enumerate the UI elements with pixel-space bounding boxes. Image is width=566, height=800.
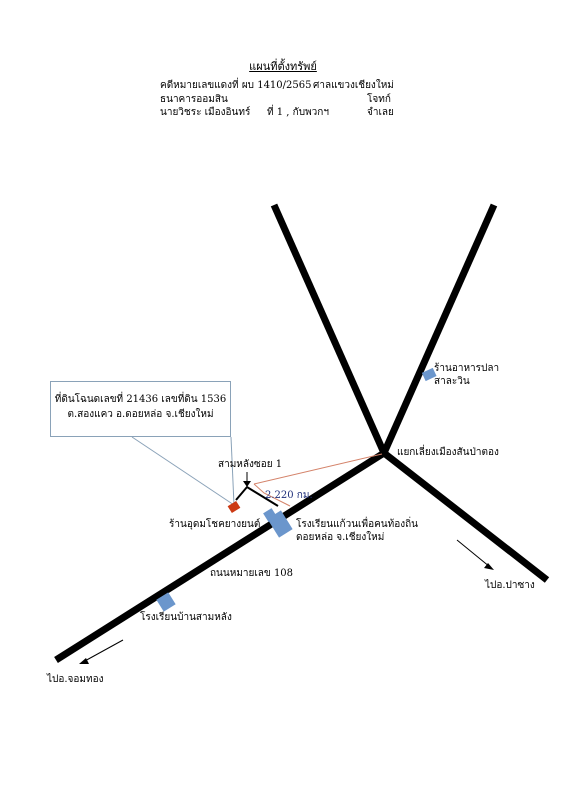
to-pasang-label: ไปอ.ปาซาง xyxy=(485,580,535,591)
restaurant-label: ร้านอาหารปลา xyxy=(434,363,500,374)
plaintiff-role: โจทก์ xyxy=(367,94,391,105)
soi-label: สามหลังซอย 1 xyxy=(218,459,283,470)
route-line-lower xyxy=(253,483,291,507)
chomthong-arrow-head xyxy=(79,658,89,664)
defendant-number: ที่ 1 , กับพวกฯ xyxy=(267,107,329,118)
junction-label: แยกเลี่ยงเมืองสันป่าตอง xyxy=(397,447,499,458)
pasang-arrow xyxy=(456,539,491,568)
callout-leader xyxy=(131,436,235,506)
school-1-location-label: ดอยหล่อ จ.เชียงใหม่ xyxy=(296,532,385,543)
restaurant-label-2: สาละวิน xyxy=(434,376,470,387)
map-title: แผนที่ตั้งทรัพย์ xyxy=(249,60,317,73)
plaintiff-name: ธนาคารออมสิน xyxy=(160,94,228,105)
school-2-building xyxy=(156,592,176,612)
chomthong-arrow xyxy=(82,639,124,663)
pasang-arrow-head xyxy=(484,563,494,570)
property-callout: ที่ดินโฉนดเลขที่ 21436 เลขที่ดิน 1536 ต.… xyxy=(50,381,231,437)
school-1-label: โรงเรียนแก้วนเพื่อคนท้องถิ่น xyxy=(296,519,418,530)
defendant-role: จำเลย xyxy=(367,107,394,118)
property-marker xyxy=(227,500,241,514)
callout-location: ต.สองแคว อ.ดอยหล่อ จ.เชียงใหม่ xyxy=(67,409,214,420)
case-number: คดีหมายเลขแดงที่ ผบ 1410/2565 xyxy=(160,80,312,91)
callout-title-deed: ที่ดินโฉนดเลขที่ 21436 เลขที่ดิน 1536 xyxy=(54,394,227,405)
court-name: ศาลแขวงเชียงใหม่ xyxy=(313,80,394,91)
restaurant-building xyxy=(421,367,437,382)
road-northeast xyxy=(380,203,498,455)
tire-shop-label: ร้านอุดมโชคยางยนต์ xyxy=(169,519,261,530)
callout-leader-2 xyxy=(230,436,235,506)
distance-label: 2.220 กม. xyxy=(265,490,313,501)
road-southeast xyxy=(381,450,550,583)
highway-108-road xyxy=(54,450,386,663)
road-northwest xyxy=(270,203,388,455)
highway-label: ถนนหมายเลข 108 xyxy=(210,568,294,579)
route-line xyxy=(253,453,383,485)
school-1-annex xyxy=(263,508,277,522)
soi-arrow-head xyxy=(243,481,251,487)
defendant-name: นายวิชระ เมืองอินทร์ xyxy=(160,107,251,118)
school-2-label: โรงเรียนบ้านสามหลัง xyxy=(140,612,232,623)
to-chomthong-label: ไปอ.จอมทอง xyxy=(47,674,104,685)
